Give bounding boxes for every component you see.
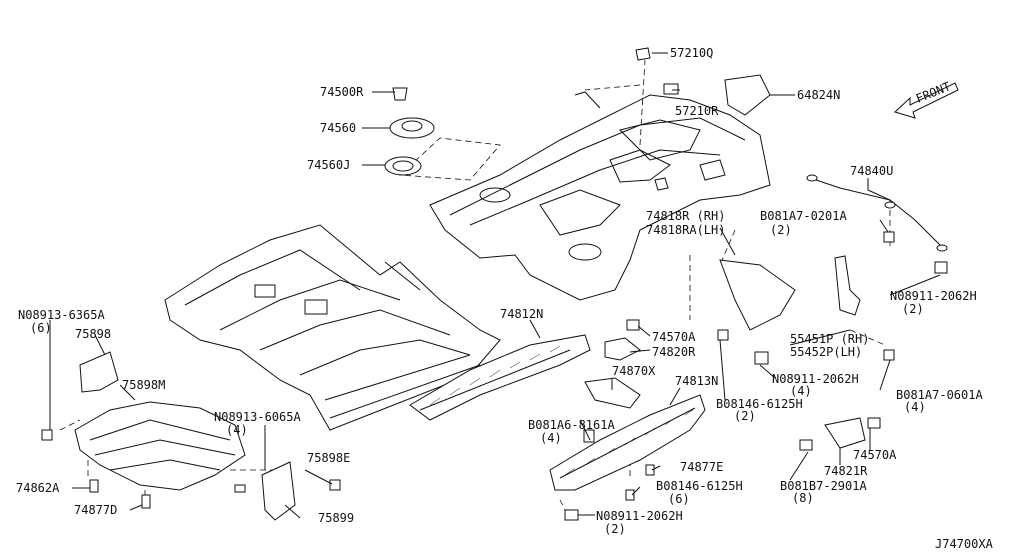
- part-labels: 74500R 74560 74560J 57210Q 57210R 64824N…: [16, 46, 994, 551]
- small-parts: [41, 47, 948, 521]
- label-08911-2062h-a-qty: (2): [902, 302, 924, 316]
- rear-floor-panel: [429, 91, 771, 301]
- leader-lines: [49, 52, 941, 519]
- label-08913-6065a-qty: (4): [226, 423, 248, 437]
- label-081b7-2901a-qty: (8): [792, 491, 814, 505]
- label-081b7-2901a: B081B7-2901A: [780, 479, 867, 493]
- label-74820r: 74820R: [652, 345, 696, 359]
- label-57210r: 57210R: [675, 104, 719, 118]
- label-081a7-0601a: B081A7-0601A: [896, 388, 983, 402]
- label-08146-6125h-a-qty: (2): [734, 409, 756, 423]
- label-74570a-1: 74570A: [652, 330, 696, 344]
- label-08913-6065a: N08913-6065A: [214, 410, 301, 424]
- label-74862a: 74862A: [16, 481, 60, 495]
- label-08913-6365a-qty: (6): [30, 321, 52, 335]
- undercover-74813n: [549, 394, 706, 491]
- label-74877e: 74877E: [680, 460, 723, 474]
- label-08146-6125h-b: B08146-6125H: [656, 479, 743, 493]
- label-74877d: 74877D: [74, 503, 117, 517]
- diagram-code: J74700XA: [935, 537, 994, 551]
- label-75898m: 75898M: [122, 378, 165, 392]
- label-75898: 75898: [75, 327, 111, 341]
- label-55451p: 55451P (RH): [790, 332, 869, 346]
- label-74500r: 74500R: [320, 85, 364, 99]
- label-74870x: 74870X: [612, 364, 656, 378]
- front-floor-panel: [164, 224, 501, 431]
- label-081a7-0201a-qty: (2): [770, 223, 792, 237]
- undercover-75898m: [74, 401, 246, 491]
- label-08911-2062h-b-qty: (4): [790, 384, 812, 398]
- label-74818r: 74818R (RH): [646, 209, 725, 223]
- label-081a6-8161a-qty: (4): [540, 431, 562, 445]
- label-75898e: 75898E: [307, 451, 350, 465]
- label-08146-6125h-b-qty: (6): [668, 492, 690, 506]
- label-75899: 75899: [318, 511, 354, 525]
- label-74560: 74560: [320, 121, 356, 135]
- label-57210q: 57210Q: [670, 46, 713, 60]
- label-081a7-0601a-qty: (4): [904, 400, 926, 414]
- label-74818ra: 74818RA(LH): [646, 223, 725, 237]
- label-08911-2062h-b: N08911-2062H: [772, 372, 859, 386]
- label-08913-6365a: N08913-6365A: [18, 308, 105, 322]
- label-08911-2062h-c: N08911-2062H: [596, 509, 683, 523]
- label-55452p: 55452P(LH): [790, 345, 862, 359]
- label-74812n: 74812N: [500, 307, 543, 321]
- label-08146-6125h-a: B08146-6125H: [716, 397, 803, 411]
- front-arrow: [894, 82, 959, 119]
- undercover-74812n: [409, 334, 591, 421]
- label-74570a-2: 74570A: [853, 448, 897, 462]
- label-081a7-0201a: B081A7-0201A: [760, 209, 847, 223]
- label-74840u: 74840U: [850, 164, 893, 178]
- label-74821r: 74821R: [824, 464, 868, 478]
- label-64824n: 64824N: [797, 88, 840, 102]
- label-081a6-8161a: B081A6-8161A: [528, 418, 615, 432]
- label-08911-2062h-a: N08911-2062H: [890, 289, 977, 303]
- label-08911-2062h-c-qty: (2): [604, 522, 626, 536]
- label-74813n: 74813N: [675, 374, 718, 388]
- label-74560j: 74560J: [307, 158, 350, 172]
